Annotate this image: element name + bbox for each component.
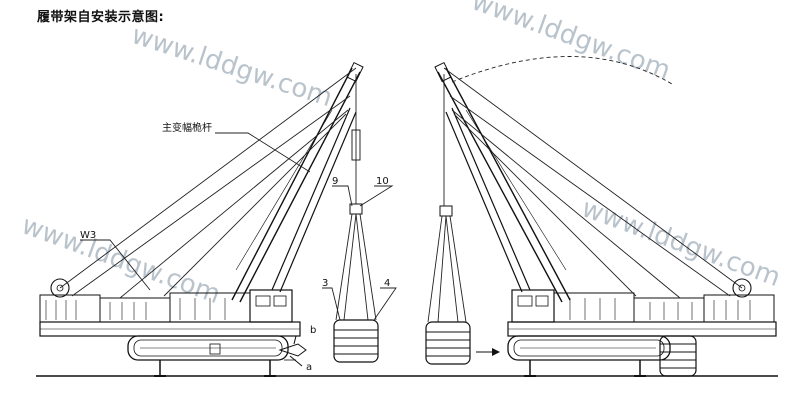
right-installed-crawler <box>659 335 697 377</box>
watermark-text-1: www.lddgw.com <box>128 20 336 113</box>
right-suspended-crawler <box>425 321 471 365</box>
label-main-boom: 主变幅桅杆 <box>162 121 212 134</box>
left-crawler <box>127 335 289 377</box>
watermark-text-2: www.lddgw.com <box>468 0 675 86</box>
right-crawler <box>507 335 671 377</box>
label-10: 10 <box>376 176 389 187</box>
label-a: a <box>306 362 312 373</box>
label-w3: W3 <box>80 230 96 241</box>
left-suspended-crawler <box>333 319 379 363</box>
left-crane <box>39 61 397 377</box>
right-crane <box>425 56 777 377</box>
label-b: b <box>310 325 316 336</box>
watermark: www.lddgw.com www.lddgw.com www.lddgw.co… <box>18 0 785 310</box>
label-3: 3 <box>322 278 328 289</box>
left-outrigger <box>278 335 307 367</box>
right-main-boom <box>434 61 571 303</box>
diagram-title: 履带架自安装示意图: <box>37 10 165 25</box>
move-arrow <box>476 348 500 356</box>
label-4: 4 <box>384 278 390 289</box>
label-9: 9 <box>332 176 338 187</box>
left-main-boom <box>231 61 364 303</box>
swing-arc <box>451 56 673 85</box>
